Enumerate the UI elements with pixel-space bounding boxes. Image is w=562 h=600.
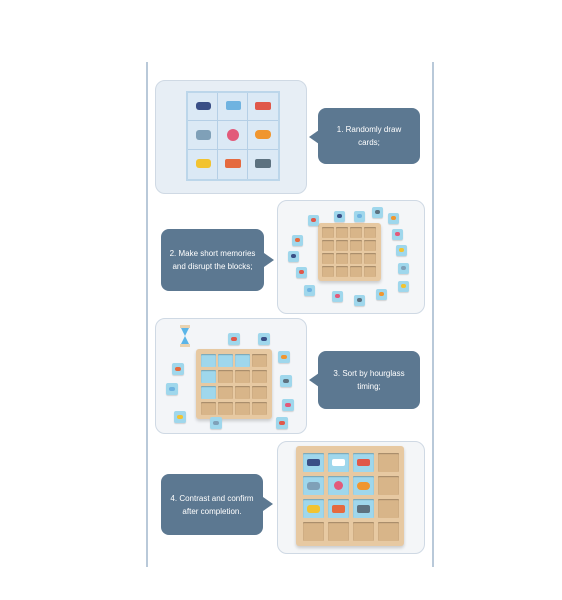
- airplane-icon: [332, 505, 345, 513]
- taxi-icon: [307, 505, 320, 513]
- scattered-card: [278, 351, 290, 363]
- scattered-card: [308, 215, 319, 226]
- ambulance-icon: [332, 459, 345, 466]
- bus-icon: [357, 505, 370, 513]
- scattered-card: [292, 235, 303, 246]
- step-3-bubble-tail: [309, 373, 319, 387]
- wooden-board: [318, 223, 381, 281]
- step-1-photo: [155, 80, 307, 194]
- hourglass-icon: [180, 325, 190, 347]
- step-2-bubble-tail: [264, 253, 274, 267]
- police-car-icon: [307, 459, 320, 466]
- scattered-card: [276, 417, 288, 429]
- step-4-label: 4. Contrast and confirm after completion…: [170, 493, 254, 516]
- step-1-label: 1. Randomly draw cards;: [336, 125, 402, 147]
- wooden-board: [196, 349, 272, 419]
- step-2-label: 2. Make short memories and disrupt the b…: [169, 249, 256, 271]
- step-4-bubble-tail: [263, 497, 273, 511]
- scattered-card: [174, 411, 186, 423]
- step-3-photo: [155, 318, 307, 434]
- scattered-card: [334, 211, 345, 222]
- scattered-card: [392, 229, 403, 240]
- step-4-photo: [277, 441, 425, 554]
- wooden-board: [296, 446, 404, 546]
- step-1-bubble-tail: [309, 130, 319, 144]
- scattered-card: [282, 399, 294, 411]
- bus-icon: [255, 159, 271, 168]
- scattered-card: [288, 251, 299, 262]
- scattered-card: [396, 245, 407, 256]
- scattered-card: [398, 281, 409, 292]
- scattered-card: [388, 213, 399, 224]
- scattered-card: [280, 375, 292, 387]
- scooter-icon: [334, 481, 343, 490]
- step-2-photo: [277, 200, 425, 314]
- fire-truck-icon: [357, 459, 370, 466]
- taxi-icon: [196, 159, 211, 168]
- scattered-card: [398, 263, 409, 274]
- scattered-card: [372, 207, 383, 218]
- left-divider-line: [146, 62, 148, 567]
- cement-mixer-icon: [196, 130, 211, 140]
- scattered-card: [228, 333, 240, 345]
- fire-truck-icon: [255, 102, 271, 110]
- airplane-icon: [225, 159, 241, 168]
- scattered-card: [296, 267, 307, 278]
- scattered-card: [376, 289, 387, 300]
- scooter-icon: [227, 129, 239, 141]
- scattered-card: [210, 417, 222, 429]
- scattered-card: [332, 291, 343, 302]
- step-4-bubble: 4. Contrast and confirm after completion…: [161, 474, 263, 535]
- scattered-card: [354, 295, 365, 306]
- ambulance-icon: [226, 101, 241, 110]
- helicopter-icon: [255, 130, 271, 139]
- step-2-bubble: 2. Make short memories and disrupt the b…: [161, 229, 264, 291]
- scattered-card: [258, 333, 270, 345]
- right-divider-line: [432, 62, 434, 567]
- scattered-card: [304, 285, 315, 296]
- step-3-bubble: 3. Sort by hourglass timing;: [318, 351, 420, 409]
- scattered-card: [354, 211, 365, 222]
- police-car-icon: [196, 102, 211, 110]
- vehicle-card-grid: [186, 91, 280, 181]
- step-3-label: 3. Sort by hourglass timing;: [333, 369, 405, 391]
- cement-mixer-icon: [307, 482, 320, 490]
- scattered-card: [172, 363, 184, 375]
- scattered-card: [166, 383, 178, 395]
- helicopter-icon: [357, 482, 370, 490]
- step-1-bubble: 1. Randomly draw cards;: [318, 108, 420, 164]
